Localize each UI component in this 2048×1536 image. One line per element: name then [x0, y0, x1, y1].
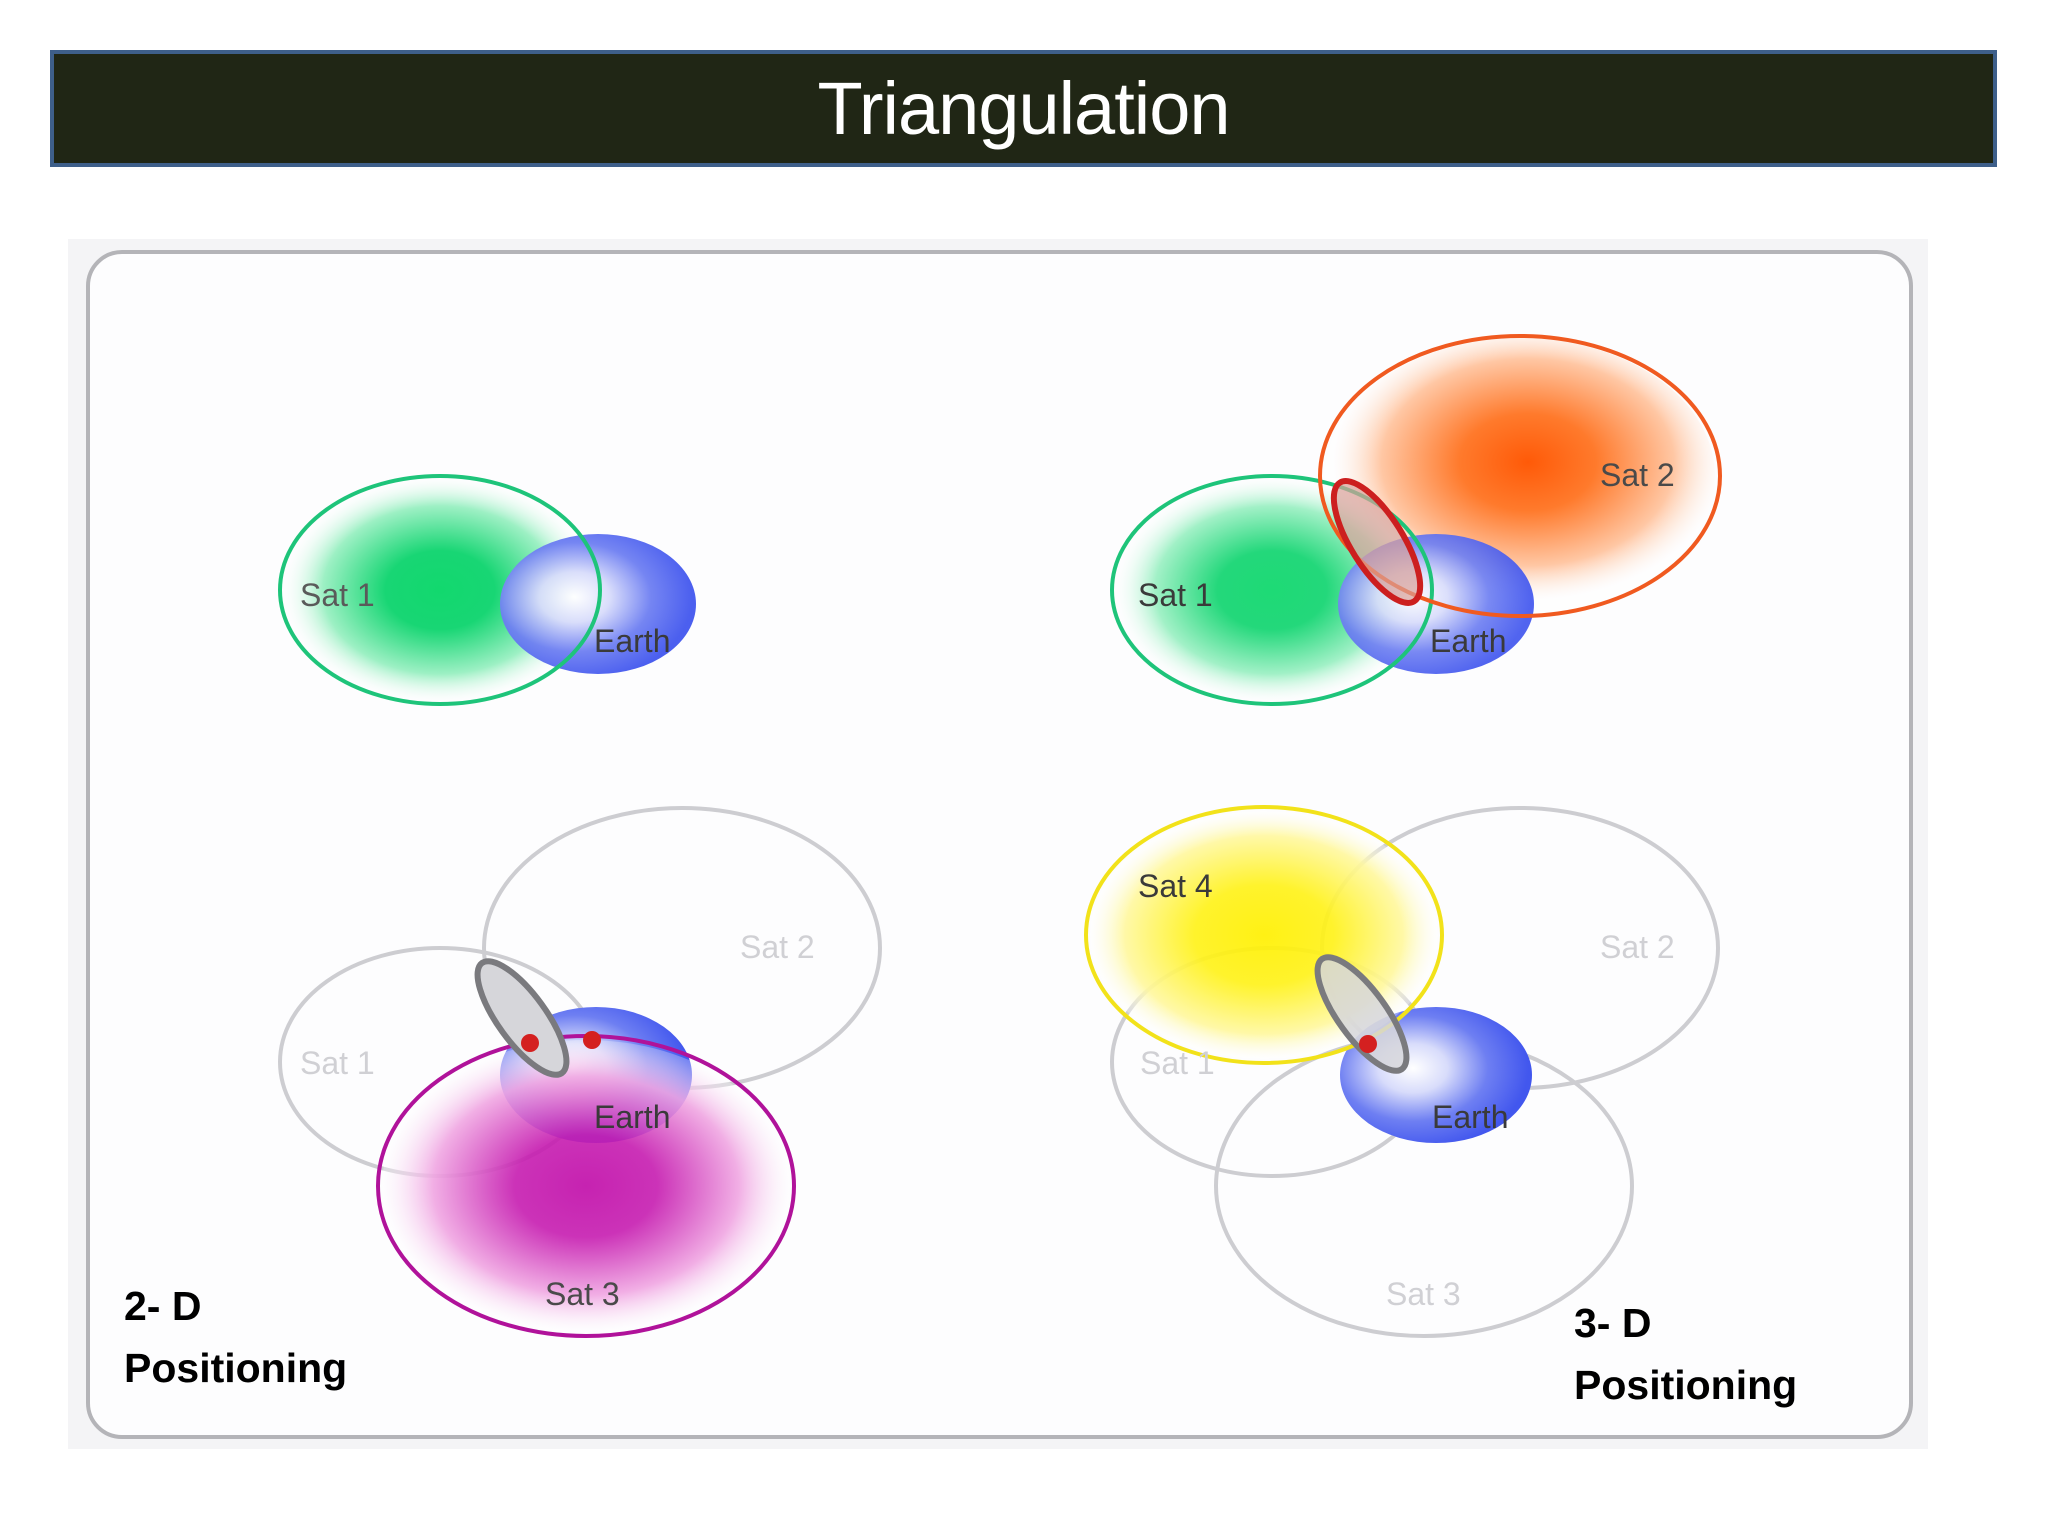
position-point-b	[583, 1031, 601, 1049]
sat1-label: Sat 1	[300, 1045, 375, 1081]
earth-label: Earth	[594, 1099, 670, 1135]
sat2-label: Sat 2	[1600, 457, 1675, 493]
sat3-label: Sat 3	[1386, 1276, 1461, 1312]
position-point	[1359, 1035, 1377, 1053]
earth-label: Earth	[1432, 1099, 1508, 1135]
sat3-sphere	[382, 1040, 790, 1332]
two-d-line2: Positioning	[124, 1345, 348, 1391]
two-d-line1: 2- D	[124, 1283, 202, 1329]
slide-title: Triangulation	[817, 67, 1230, 150]
sat2-range-ring	[1318, 334, 1722, 618]
sat4-label: Sat 4	[1138, 868, 1213, 904]
title-bar: Triangulation	[50, 50, 1997, 167]
sat1-sphere	[284, 478, 596, 702]
earth-label: Earth	[1430, 623, 1506, 659]
sat2-label: Sat 2	[1600, 929, 1675, 965]
three-d-line1: 3- D	[1574, 1300, 1652, 1346]
sat3-label: Sat 3	[545, 1276, 620, 1312]
panel-bottom-right: Sat 4 Sat 1 Sat 2 Earth Sat 3	[1084, 805, 1720, 1338]
intersection-ellipse	[474, 958, 570, 1078]
sat4-range-ring	[1084, 805, 1444, 1065]
sat1-range-ring	[278, 474, 602, 706]
sat1-label: Sat 1	[1140, 1045, 1215, 1081]
intersection-ellipse	[1330, 478, 1424, 606]
three-d-line2: Positioning	[1574, 1362, 1798, 1408]
three-d-positioning-label: 3- D Positioning	[1574, 1292, 1797, 1416]
two-d-positioning-label: 2- D Positioning	[124, 1275, 347, 1399]
intersection-ellipse	[1314, 954, 1410, 1074]
panel-top-left: Sat 1 Earth	[278, 474, 696, 706]
sat1-label: Sat 1	[300, 577, 375, 613]
sat2-label: Sat 2	[740, 929, 815, 965]
panel-top-right: Sat 1 Sat 2 Earth	[1110, 334, 1722, 706]
position-point-a	[521, 1034, 539, 1052]
sat1-label: Sat 1	[1138, 577, 1213, 613]
sat1-range-ring	[1110, 474, 1434, 706]
earth-label: Earth	[594, 623, 670, 659]
panel-bottom-left: Sat 1 Sat 2 Earth Sat 3	[278, 806, 882, 1338]
